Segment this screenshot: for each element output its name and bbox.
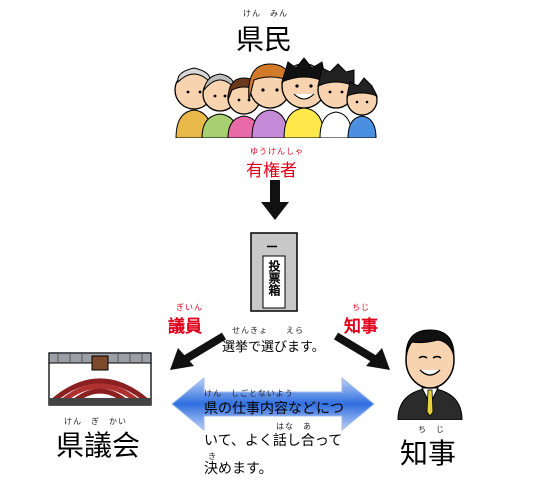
discussion-ruby-2: はな あ (276, 422, 312, 431)
ballot-box-label: 投票箱 (267, 260, 281, 296)
election-ruby: せんきょ えら (232, 326, 304, 335)
down-right-arrow-icon (333, 332, 390, 370)
ballot-box-illustration (250, 232, 298, 312)
assembly-member-label: 議員 (168, 317, 202, 337)
ballot-box-slot: ー (266, 240, 279, 254)
voter-ruby: ゆうけんしゃ (250, 147, 304, 156)
discussion-ruby-1: けん しごとないよう (204, 389, 294, 398)
discussion-line-3: 決めます。 (204, 461, 273, 477)
citizens-title: 県民 (236, 23, 293, 56)
discussion-line-1: 県の仕事内容などにつ (204, 401, 344, 417)
discussion-ruby-3: き (208, 452, 217, 461)
assembly-member-ruby: ぎいん (176, 303, 203, 312)
assembly-hall-illustration (48, 352, 152, 406)
down-arrow-icon (261, 180, 289, 220)
governor-label: 知事 (400, 437, 457, 470)
governor-role-ruby: ちじ (352, 303, 370, 312)
assembly-label: 県議会 (56, 429, 141, 462)
governor-ruby: ち じ (418, 425, 445, 434)
assembly-ruby: けん ぎ かい (64, 417, 127, 426)
discussion-line-2: いて、よく話し合って (204, 433, 343, 449)
governor-role-label: 知事 (344, 317, 378, 337)
citizens-ruby: けん みん (243, 9, 288, 18)
down-left-arrow-icon (170, 332, 227, 370)
governor-illustration (397, 329, 463, 420)
voter-label: 有権者 (246, 161, 297, 181)
election-text: 選挙で選びます。 (222, 340, 325, 355)
citizens-crowd-illustration (174, 57, 379, 138)
double-arrow-icon (171, 376, 375, 432)
